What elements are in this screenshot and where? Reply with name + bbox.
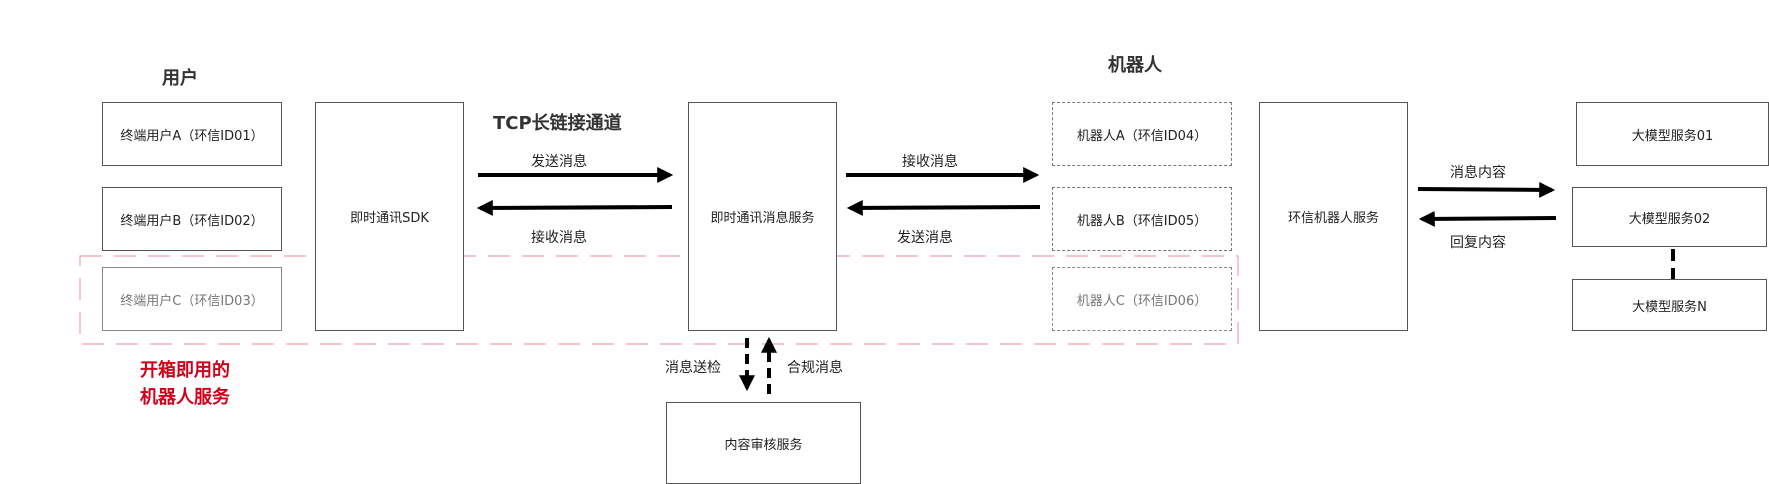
users-heading: 用户 bbox=[162, 68, 198, 89]
model-box-n[interactable]: 大模型服务N bbox=[1572, 279, 1767, 331]
moderation-service-box-label: 内容审核服务 bbox=[724, 437, 803, 453]
edge-label-msg-content: 消息内容 bbox=[1450, 165, 1506, 181]
edge-label-send-msg-2: 发送消息 bbox=[897, 230, 953, 246]
sdk-box-label: 即时通讯SDK bbox=[350, 211, 429, 226]
robot-box-c-label: 机器人C（环信ID06） bbox=[1076, 293, 1208, 309]
edge-label-recv-msg-2: 接收消息 bbox=[902, 154, 958, 170]
robot-box-a-label: 机器人A（环信ID04） bbox=[1076, 128, 1208, 144]
user-box-b[interactable]: 终端用户B（环信ID02） bbox=[102, 187, 282, 251]
robot-box-a[interactable]: 机器人A（环信ID04） bbox=[1052, 102, 1232, 166]
edge-label-recv-msg-1: 接收消息 bbox=[531, 230, 587, 246]
im-service-box[interactable]: 即时通讯消息服务 bbox=[688, 102, 837, 331]
user-box-c-label: 终端用户C（环信ID03） bbox=[120, 293, 264, 309]
user-box-b-label: 终端用户B（环信ID02） bbox=[120, 213, 264, 229]
model-box-02-label: 大模型服务02 bbox=[1628, 211, 1711, 227]
robot-box-c[interactable]: 机器人C（环信ID06） bbox=[1052, 267, 1232, 331]
moderation-service-box[interactable]: 内容审核服务 bbox=[666, 402, 861, 484]
out-of-box-title-line2: 机器人服务 bbox=[140, 387, 230, 408]
reply-arrow-from-model bbox=[1418, 210, 1557, 227]
robot-service-box[interactable]: 环信机器人服务 bbox=[1259, 102, 1408, 331]
tcp-channel-heading: TCP长链接通道 bbox=[493, 113, 622, 134]
user-box-a[interactable]: 终端用户A（环信ID01） bbox=[102, 102, 282, 166]
out-of-box-title-line1: 开箱即用的 bbox=[140, 360, 230, 381]
user-box-a-label: 终端用户A（环信ID01） bbox=[120, 128, 264, 144]
robots-heading: 机器人 bbox=[1108, 55, 1162, 76]
edge-label-compliant-msg: 合规消息 bbox=[787, 360, 843, 376]
out-of-box-region bbox=[79, 255, 1239, 345]
model-box-01[interactable]: 大模型服务01 bbox=[1576, 102, 1769, 166]
robot-box-b[interactable]: 机器人B（环信ID05） bbox=[1052, 187, 1232, 251]
robot-box-b-label: 机器人B（环信ID05） bbox=[1076, 213, 1208, 229]
edge-label-send-msg-1: 发送消息 bbox=[531, 154, 587, 170]
model-box-01-label: 大模型服务01 bbox=[1631, 128, 1714, 144]
edge-label-send-check: 消息送检 bbox=[665, 360, 721, 376]
recv-arrow-im-to-sdk bbox=[476, 199, 673, 216]
content-arrow-to-model bbox=[1417, 181, 1556, 198]
im-service-box-label: 即时通讯消息服务 bbox=[710, 211, 815, 226]
sdk-box[interactable]: 即时通讯SDK bbox=[315, 102, 464, 331]
send-arrow-robot-to-im bbox=[846, 199, 1041, 216]
user-box-c[interactable]: 终端用户C（环信ID03） bbox=[102, 267, 282, 331]
model-box-02[interactable]: 大模型服务02 bbox=[1572, 187, 1767, 247]
model-box-n-label: 大模型服务N bbox=[1632, 299, 1707, 315]
edge-label-reply-content: 回复内容 bbox=[1450, 235, 1506, 251]
robot-service-box-label: 环信机器人服务 bbox=[1287, 211, 1379, 226]
